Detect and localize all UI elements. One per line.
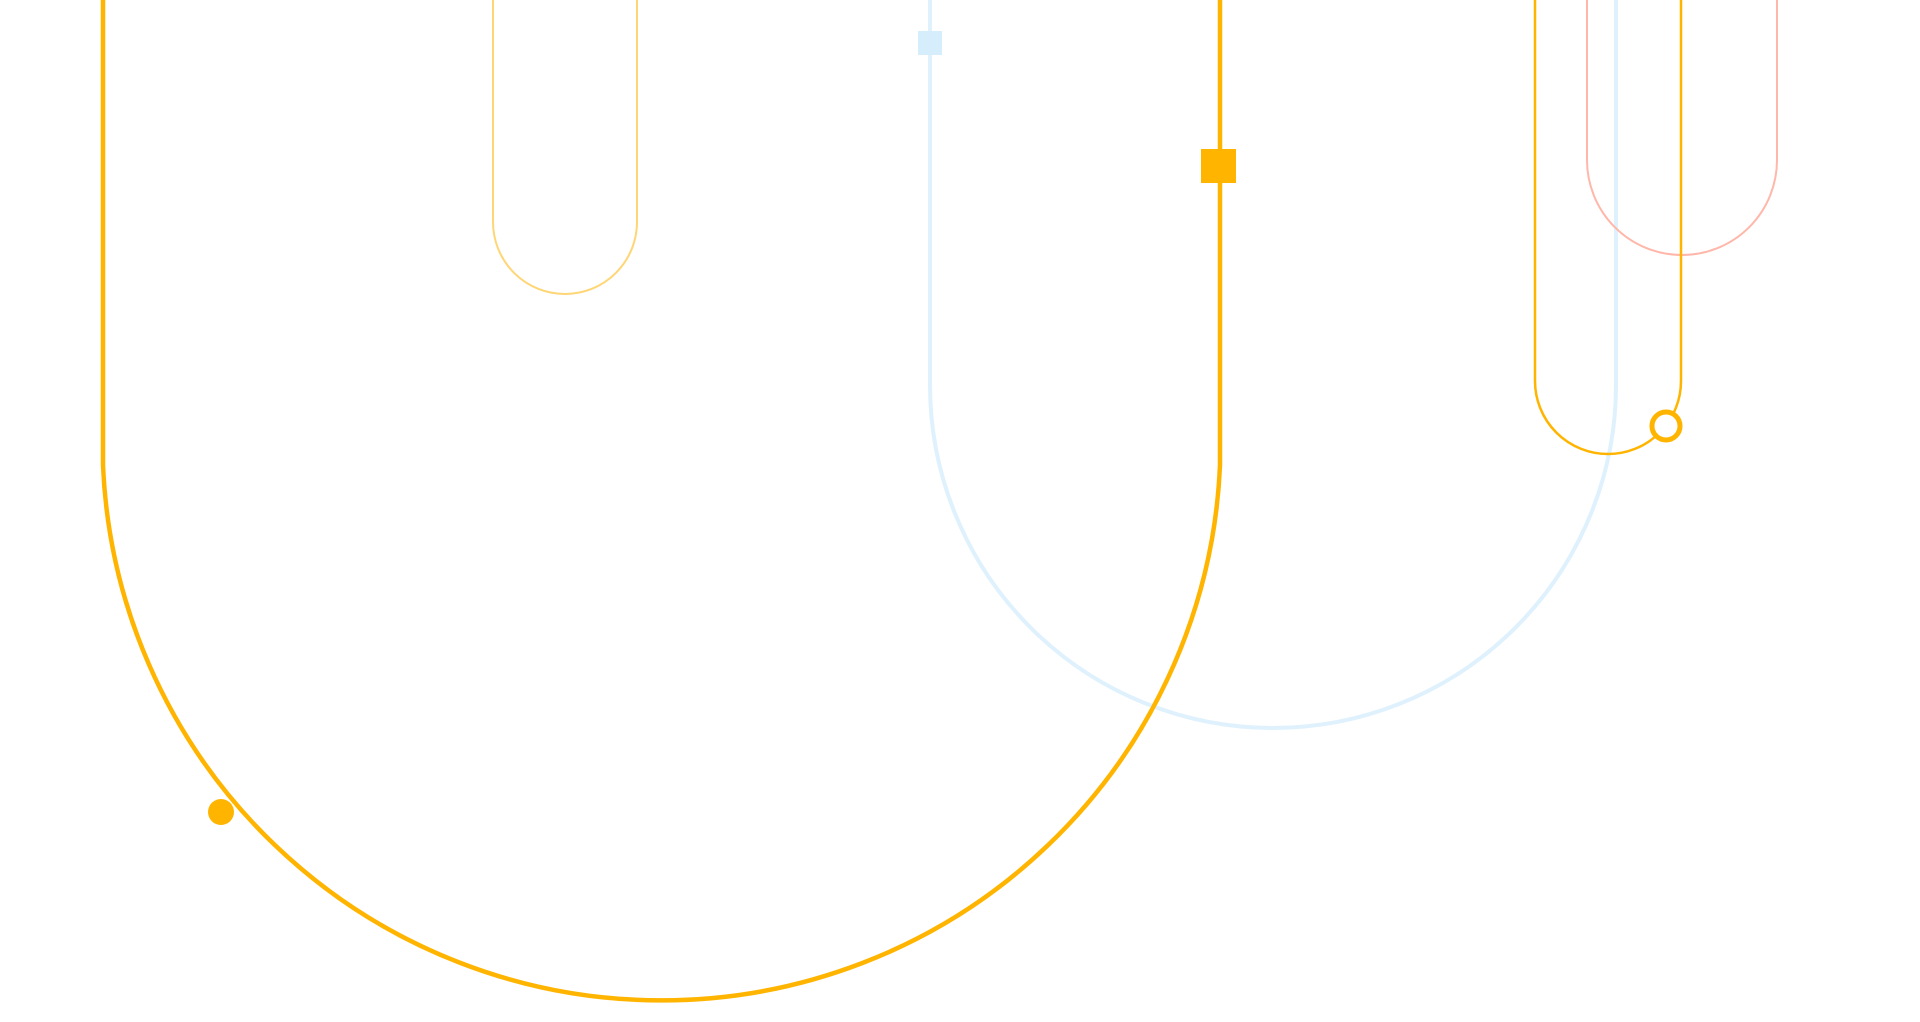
large-amber-u-curve — [100, 0, 1223, 1003]
small-pale-amber-u-curve — [492, 0, 638, 295]
amber-square-marker — [1201, 149, 1236, 183]
amber-dot-marker — [208, 799, 234, 825]
right-amber-u-curve — [1533, 0, 1683, 456]
light-blue-square-marker — [918, 31, 942, 55]
light-blue-u-curve — [928, 0, 1618, 730]
amber-ring-marker — [1649, 409, 1683, 443]
